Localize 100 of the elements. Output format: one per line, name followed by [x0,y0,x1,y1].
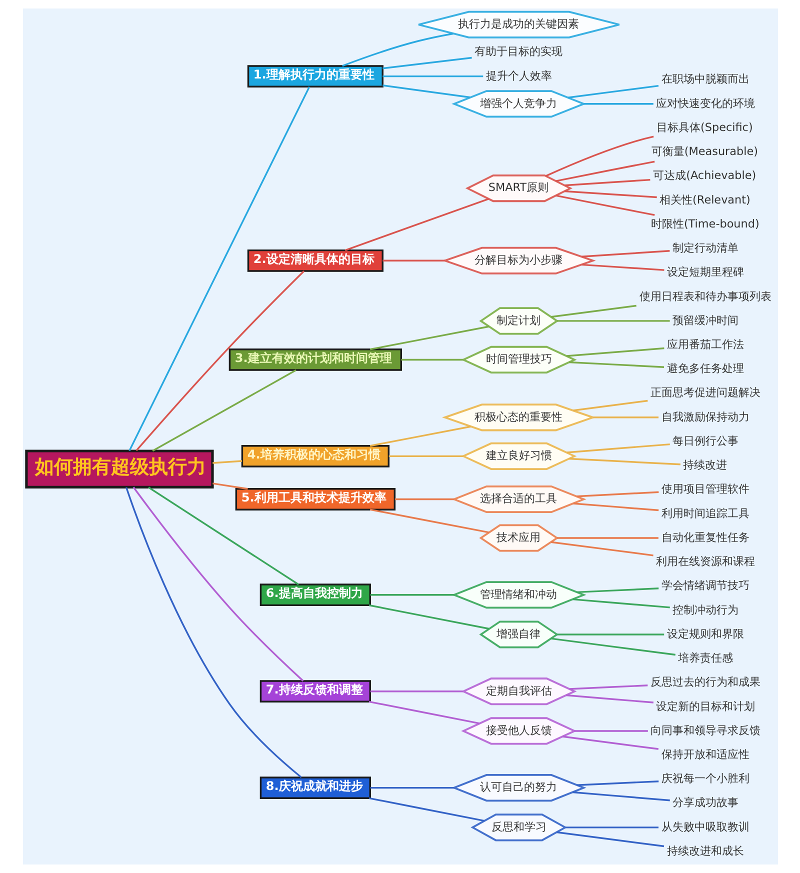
connector [545,136,654,177]
node-text: 庆祝每一个小胜利 [660,772,749,786]
node-box: 1.理解执行力的重要性 [246,65,383,88]
node-text: 应用番茄工作法 [666,338,744,351]
connector [370,594,454,596]
connector [572,791,670,802]
connector [572,502,658,512]
connector [212,482,248,490]
connector [400,358,463,361]
node-text: 控制冲动行为 [672,603,738,616]
connector [566,443,670,454]
connector [369,326,489,350]
node-text: 目标具体(Specific) [656,120,752,134]
connector [370,690,463,692]
connector [568,458,680,466]
connector [128,86,310,452]
node-text: 利用时间追踪工具 [660,506,749,520]
node-box: 6.提高自我控制力 [259,584,370,606]
connector [556,537,658,539]
node-text: 从失败中吸取教训 [660,820,749,834]
connector [564,178,650,186]
node-box: 3.建立有效的计划和时间管理 [228,348,402,371]
node-text: 利用在线资源和课程 [656,555,755,568]
connector [562,736,658,750]
connector [576,491,658,498]
node-text: 向同事和领导寻求反馈 [650,724,760,737]
node-text: 每日例行公事 [672,434,738,448]
node-box: 4.培养积极的心态和习惯 [240,444,390,468]
node-box: 2.设定清晰具体的目标 [246,249,383,272]
connector [388,455,463,458]
node-text: 培养责任感 [678,652,733,665]
node-text: 制定行动清单 [672,242,738,255]
connector [368,604,489,630]
node-text: 应对快速变化的环境 [656,96,755,110]
node-box: 8.庆祝成就和进步 [259,776,370,799]
node-text: 有助于目标的实现 [474,45,562,58]
connector [556,320,670,322]
node-text: 保持开放和适应性 [660,748,749,762]
connector [574,730,648,732]
connector [370,786,454,789]
node-text: 可达成(Achievable) [652,169,756,182]
node-text: 分享成功故事 [672,796,738,810]
connector [576,588,658,594]
connector [569,684,648,690]
connector [566,347,664,357]
connector [555,160,654,182]
node-text: 避免多任务处理 [666,362,744,376]
connector [382,260,445,262]
node-text: 学会情绪调节技巧 [660,579,749,592]
node-text: 时限性(Time-bound) [650,217,759,230]
connector [135,270,304,452]
connector [550,304,636,318]
node-text: 设定短期里程碑 [666,266,744,279]
node-text: 自我激励保持动力 [660,410,749,424]
connector [572,400,648,412]
connector [342,32,454,67]
connector [564,826,658,828]
node-text: 在职场中脱颖而出 [660,72,749,86]
connector [583,103,653,105]
connector [212,460,242,464]
node-text: 持续改进 [682,458,727,472]
node-text: 相关性(Relevant) [659,193,750,206]
connector [369,508,489,534]
connector [572,598,670,608]
connector [592,416,658,418]
connector [555,194,654,216]
connector [132,486,304,682]
connector [382,75,483,78]
node-text: 正面思考促进问题解决 [650,386,760,400]
node-text: 自动化重复性任务 [660,530,749,544]
connector [369,426,471,447]
connector [567,84,658,98]
node-text: 使用日程表和待办事项列表 [638,290,771,303]
connector [550,541,653,556]
connector [124,487,302,778]
connector [152,369,296,452]
connector [556,831,664,848]
connector [566,694,653,704]
connector [394,498,454,500]
node-text: 预留缓冲时间 [672,314,738,327]
connector [581,250,670,258]
node-text: 使用项目管理软件 [660,482,749,496]
connector [576,780,658,786]
connector [550,638,675,656]
connector [581,264,664,271]
connector [556,634,664,636]
node-box: 7.持续反馈和调整 [259,680,370,703]
node-box: 5.利用工具和技术提升效率 [234,488,396,510]
connector [564,190,656,198]
connector [148,486,298,586]
connector [368,797,484,822]
node-text: 设定规则和界限 [666,627,744,640]
node-text: 提升个人效率 [485,69,552,82]
node-box: 如何拥有超级执行力 [24,450,214,488]
connector [382,56,472,70]
connector [382,84,470,98]
connector [344,198,488,252]
connector [568,361,664,368]
node-text: 可衡量(Measurable) [650,145,758,158]
node-text: 持续改进和成长 [666,844,744,858]
